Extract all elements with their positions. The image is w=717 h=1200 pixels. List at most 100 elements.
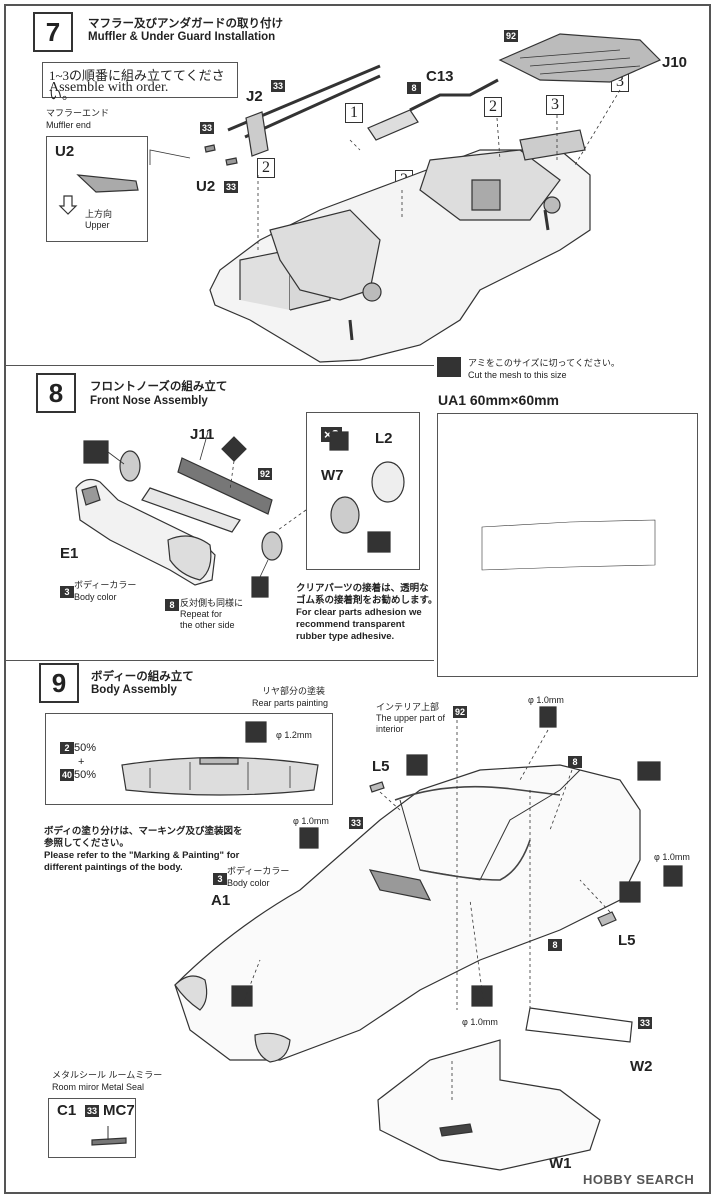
muffler-end-inset: U2 上方向 Upper: [46, 136, 148, 242]
body-color-badge-s9: 3: [213, 873, 227, 885]
body-color-en-s8: Body color: [74, 592, 117, 602]
assembly-order-note: 1~3の順番に組み立ててください。 Assemble with order.: [42, 62, 238, 102]
seq-3-a: 3: [546, 95, 564, 115]
step-8-title-jp: フロントノーズの組み立て: [90, 381, 228, 393]
part-e1: E1: [60, 545, 79, 562]
mesh-template-box: [437, 413, 698, 677]
part-w7: W7: [321, 467, 344, 484]
badge-92-s8: 92: [258, 468, 273, 480]
body-color-jp-s9: ボディーカラー: [227, 866, 290, 876]
badge-33-s9-a: 33: [349, 817, 364, 829]
part-c1-b: C1: [402, 1123, 422, 1140]
body-color-badge-s8: 3: [60, 586, 74, 598]
part-j2: J2: [246, 88, 263, 105]
body-color-jp-s8: ボディーカラー: [74, 580, 137, 590]
muffler-end-jp: マフラーエンド: [46, 108, 110, 118]
step-7-title-jp: マフラー及びアンダガードの取り付け: [88, 18, 284, 30]
scissors-icon: [437, 357, 461, 377]
clear-note-jp-2: ゴム系の接着剤をお勧めします。: [296, 595, 438, 606]
seq-2-b: 2: [484, 97, 502, 117]
mesh-note-jp: アミをこのサイズに切ってください。: [468, 358, 620, 368]
clear-note-en-3: rubber type adhesive.: [296, 631, 395, 642]
paint-note-jp: ボディの塗り分けは、マーキング及び塗装図を: [44, 826, 243, 837]
times-two: ×2: [321, 427, 342, 442]
drill-10-top: φ 1.0mm: [528, 695, 564, 705]
part-ua1: UA1: [127, 517, 158, 534]
upper-en: Upper: [85, 220, 110, 230]
mirror-box: C1 33 MC7: [48, 1098, 136, 1158]
part-l5-b: L5: [618, 932, 636, 949]
repeat-jp: 反対側も同様に: [180, 598, 244, 608]
mesh-size-label: UA1 60mm×60mm: [438, 392, 560, 408]
part-l2: L2: [375, 430, 393, 447]
watermark: HOBBY SEARCH: [583, 1172, 695, 1187]
badge-8-s9-b: 8: [548, 939, 562, 951]
badge-33-s9-b: 33: [638, 1017, 653, 1029]
badge-33-a: 33: [200, 122, 215, 134]
drill-12-rear: φ 1.2mm: [276, 730, 312, 740]
step-9-title-en: Body Assembly: [91, 684, 177, 696]
drill-12-front: φ 1.2mm: [232, 1014, 268, 1024]
repeat-en-2: the other side: [180, 620, 235, 630]
badge-33-c: 33: [271, 80, 286, 92]
part-c1-a: C1: [57, 1102, 77, 1119]
part-j10: J10: [662, 54, 688, 71]
step-7-number: 7: [33, 12, 73, 52]
inset-part-u2: U2: [55, 143, 75, 160]
drill-10-bottom: φ 1.0mm: [462, 1017, 498, 1027]
page-frame: [4, 4, 711, 1194]
badge-33-b: 33: [224, 181, 239, 193]
part-a1: A1: [211, 892, 231, 909]
step-8-title-en: Front Nose Assembly: [90, 395, 208, 407]
paint-note-en-1: Please refer to the "Marking & Painting"…: [44, 850, 240, 861]
part-w1: W1: [549, 1155, 572, 1172]
part-c13: C13: [426, 68, 454, 85]
order-note-en: Assemble with order.: [49, 80, 169, 95]
seq-2-a: 2: [257, 158, 275, 178]
mix-plus: +: [78, 756, 85, 768]
badge-92-s9: 92: [453, 706, 468, 718]
mix-a-badge: 2: [60, 742, 74, 754]
part-mc7: MC7: [103, 1102, 135, 1119]
divider-8-9: [4, 660, 434, 661]
clear-lens-box: ×2 L2 W7: [306, 412, 420, 570]
badge-8-s9-a: 8: [568, 756, 582, 768]
mix-b-value: 50%: [74, 769, 97, 781]
badge-33-s9-c: 33: [425, 1103, 440, 1115]
drill-10-left: φ 1.0mm: [293, 816, 329, 826]
paint-note-en-2: different paintings of the body.: [44, 862, 183, 873]
rear-paint-en: Rear parts painting: [252, 698, 329, 708]
clear-note-en-1: For clear parts adhesion we: [296, 607, 422, 618]
step-9-title-jp: ボディーの組み立て: [91, 671, 194, 683]
drill-10-right: φ 1.0mm: [654, 852, 690, 862]
mix-b-badge: 40: [60, 769, 75, 781]
step-8-number: 8: [36, 373, 76, 413]
step-7-title-en: Muffler & Under Guard Installation: [88, 31, 276, 43]
seq-3-b: 3: [611, 72, 629, 92]
mesh-note-en: Cut the mesh to this size: [468, 370, 567, 380]
badge-8: 8: [407, 82, 421, 94]
part-u2: U2: [196, 178, 216, 195]
paint-note-jp2: 参照してください。: [44, 838, 129, 849]
interior-en-1: The upper part of: [376, 713, 446, 723]
interior-en-2: interior: [376, 724, 404, 734]
part-w2: W2: [630, 1058, 653, 1075]
part-l5-a: L5: [372, 758, 390, 775]
mirror-jp: メタルシール ルームミラー: [52, 1070, 163, 1080]
upper-jp: 上方向: [85, 209, 113, 219]
body-color-en-s9: Body color: [227, 878, 270, 888]
badge-33-mirror: 33: [85, 1105, 100, 1117]
seq-1: 1: [345, 103, 363, 123]
divider-7-8: [4, 365, 434, 366]
part-j11: J11: [190, 426, 215, 443]
order-note-jp: 1~3の順番に組み立ててください。: [49, 68, 225, 102]
repeat-en-1: Repeat for: [180, 609, 223, 619]
badge-92: 92: [504, 30, 519, 42]
repeat-badge: 8: [165, 599, 179, 611]
clear-note-en-2: recommend transparent: [296, 619, 405, 630]
rear-paint-jp: リヤ部分の塗装: [262, 686, 326, 696]
muffler-end-en: Muffler end: [46, 120, 91, 130]
mix-a-value: 50%: [74, 742, 97, 754]
seq-2-c: 2: [395, 170, 413, 190]
